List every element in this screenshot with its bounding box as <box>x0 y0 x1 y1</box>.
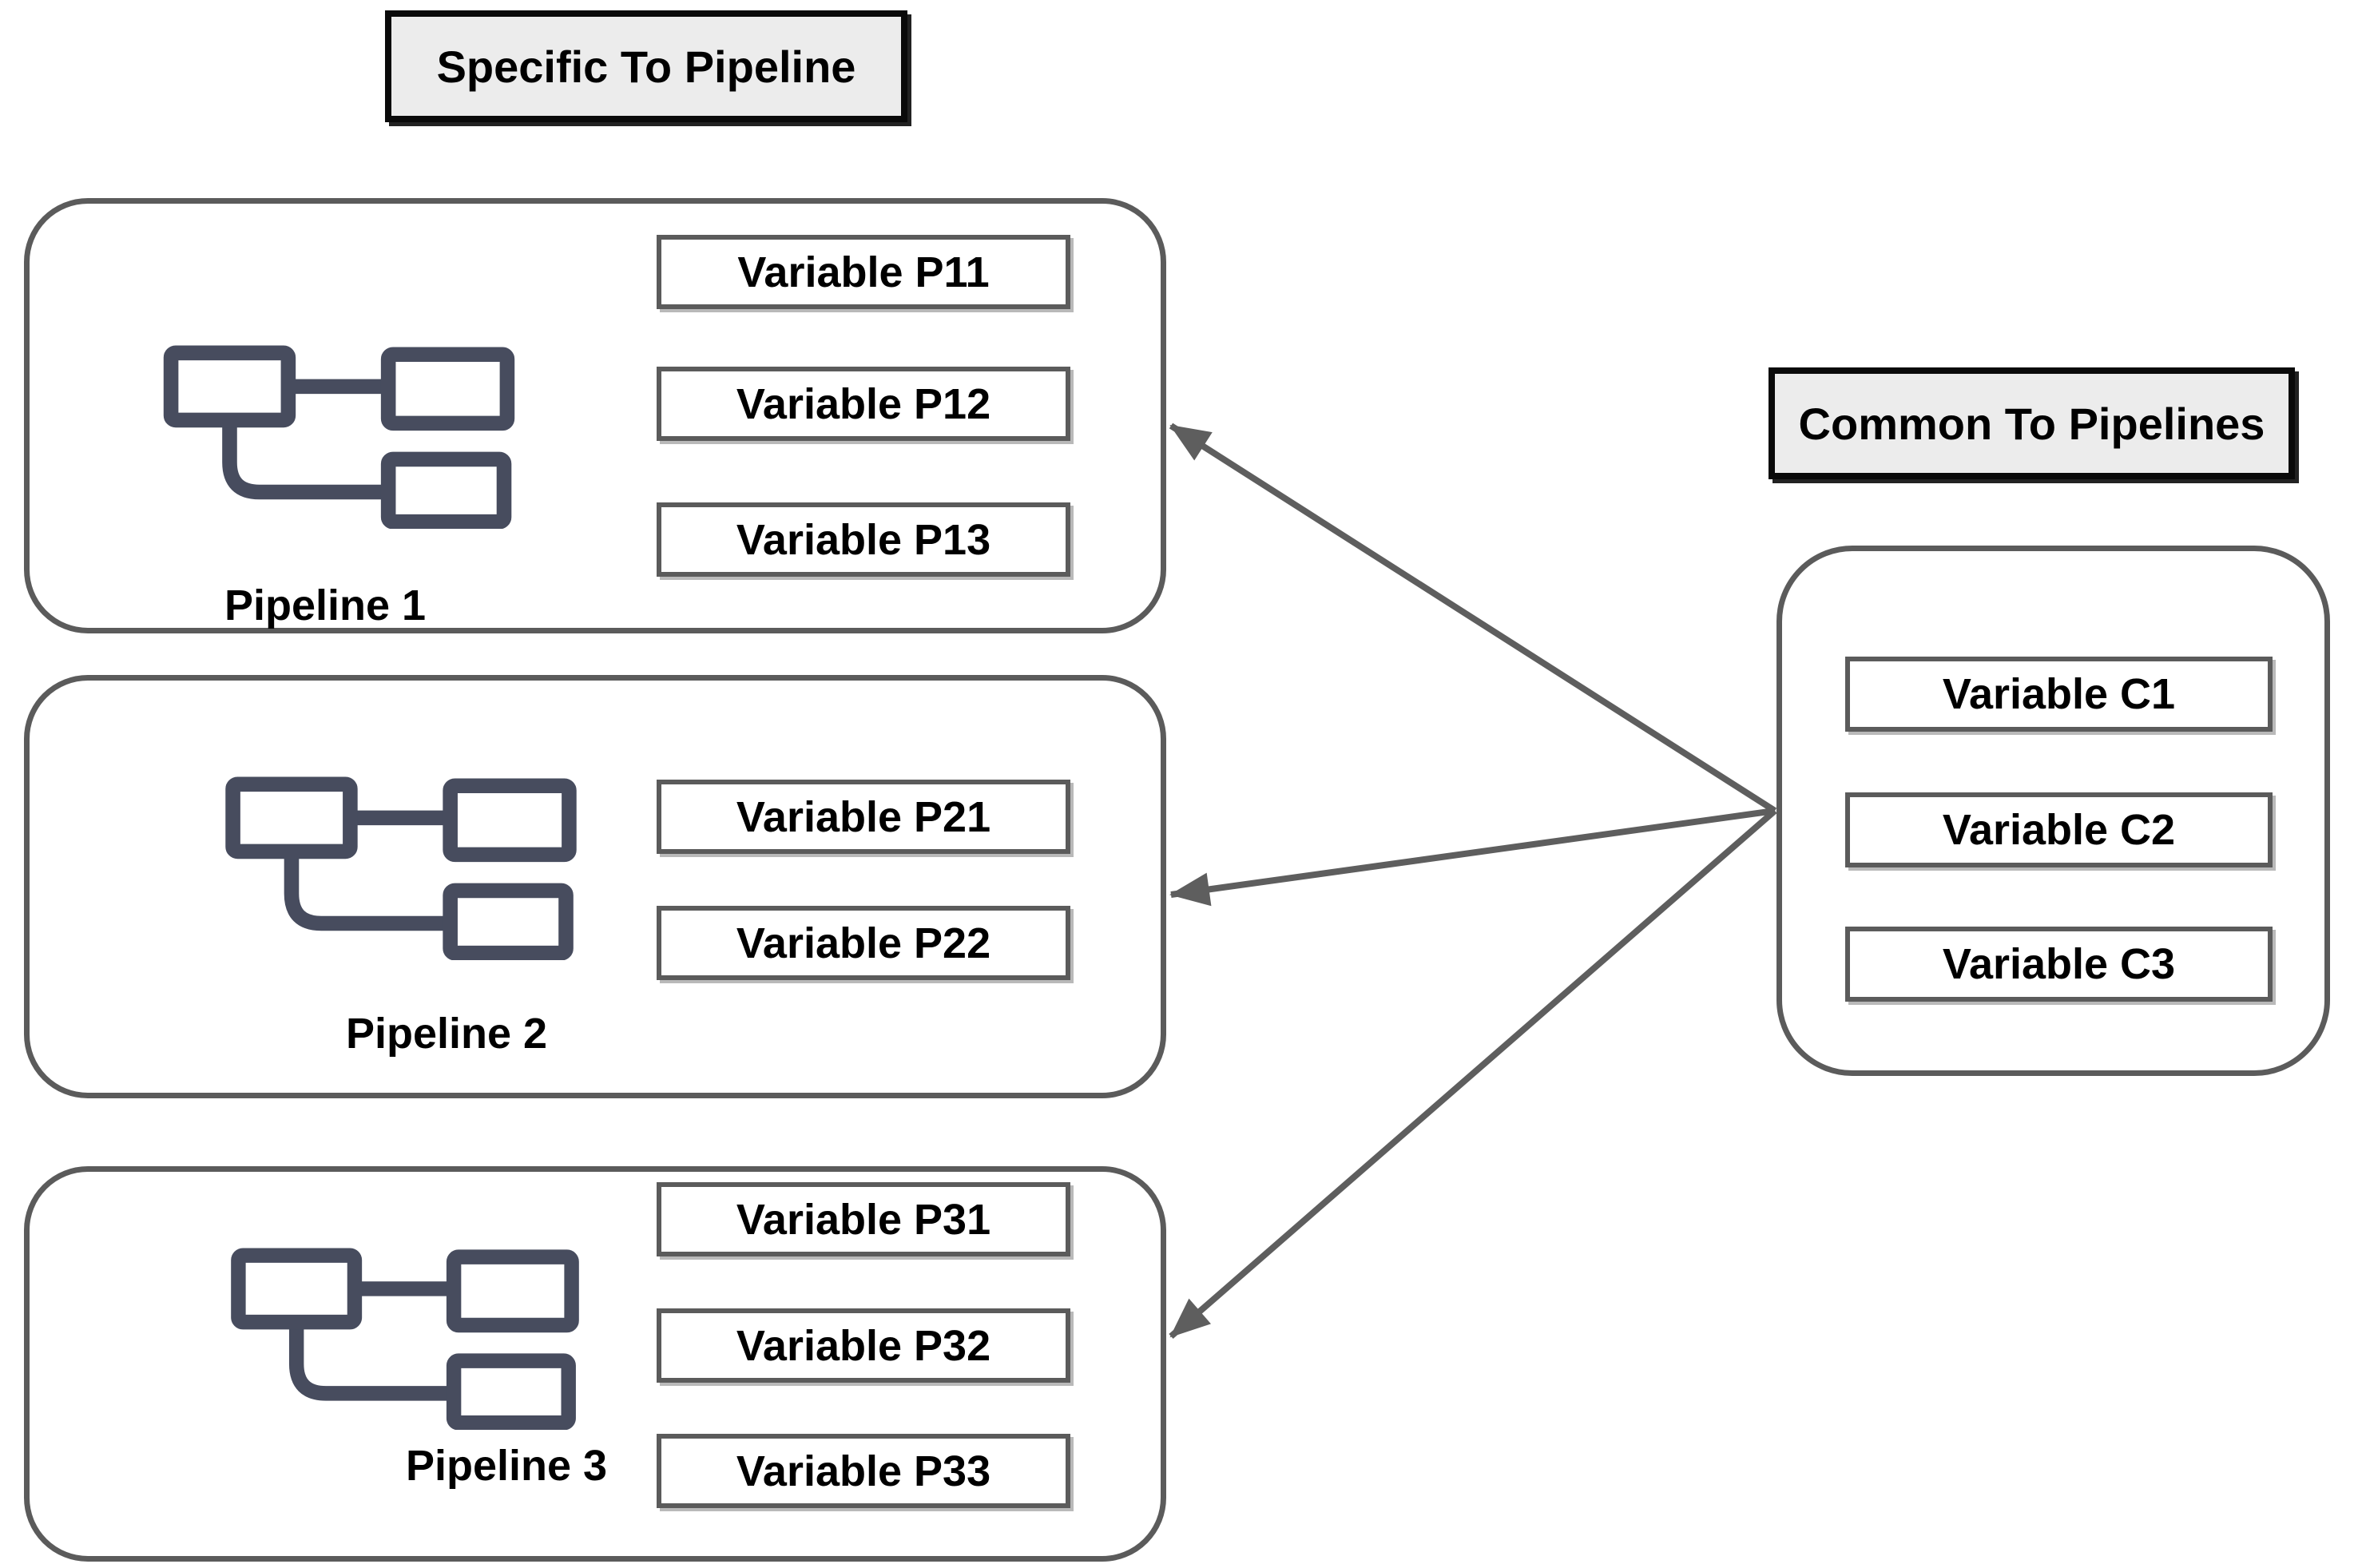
pipeline-3-label: Pipeline 3 <box>405 1442 608 1490</box>
pipeline-1-label: Pipeline 1 <box>224 582 427 629</box>
workflow-pipeline-icon <box>225 776 577 960</box>
variable-label: Variable P12 <box>736 379 991 428</box>
header-specific-to-pipeline: Specific To Pipeline <box>385 10 907 122</box>
pipeline-2-container: Pipeline 2 Variable P21 Variable P22 <box>24 675 1166 1098</box>
variable-label: Variable P11 <box>737 248 990 296</box>
variable-label: Variable P13 <box>736 515 991 564</box>
variable-label: Variable P33 <box>736 1447 991 1495</box>
arrow-common-to-pipeline-3-icon <box>1169 808 1777 1340</box>
variable-label: Variable C1 <box>1942 670 2176 718</box>
pipeline-2-label: Pipeline 2 <box>345 1010 548 1058</box>
variable-box-p22: Variable P22 <box>657 906 1070 980</box>
common-variables-container: Variable C1 Variable C2 Variable C3 <box>1776 546 2330 1076</box>
variable-box-c2: Variable C2 <box>1845 792 2273 867</box>
header-common-label: Common To Pipelines <box>1798 398 2265 449</box>
pipeline-1-container: Pipeline 1 Variable P11 Variable P12 Var… <box>24 198 1166 633</box>
variable-box-p13: Variable P13 <box>657 502 1070 577</box>
arrow-common-to-pipeline-2-icon <box>1169 808 1776 907</box>
variable-label: Variable C2 <box>1942 806 2176 854</box>
variable-label: Variable P21 <box>736 792 991 841</box>
variable-label: Variable P32 <box>736 1321 991 1370</box>
variable-box-p12: Variable P12 <box>657 367 1070 441</box>
header-common-to-pipelines: Common To Pipelines <box>1769 367 2295 479</box>
pipeline-3-container: Pipeline 3 Variable P31 Variable P32 Var… <box>24 1166 1166 1562</box>
variable-box-c1: Variable C1 <box>1845 657 2273 732</box>
variable-box-p33: Variable P33 <box>657 1434 1070 1508</box>
variable-label: Variable C3 <box>1942 940 2176 988</box>
variable-label: Variable P22 <box>736 919 991 967</box>
variable-box-p32: Variable P32 <box>657 1308 1070 1383</box>
header-specific-label: Specific To Pipeline <box>436 41 856 92</box>
variable-label: Variable P31 <box>736 1195 991 1244</box>
variable-box-p11: Variable P11 <box>657 235 1070 309</box>
workflow-pipeline-icon <box>231 1248 579 1430</box>
workflow-pipeline-icon <box>163 345 515 529</box>
variable-box-c3: Variable C3 <box>1845 927 2273 1002</box>
variable-box-p21: Variable P21 <box>657 780 1070 854</box>
arrow-common-to-pipeline-1-icon <box>1169 423 1777 814</box>
variable-box-p31: Variable P31 <box>657 1182 1070 1256</box>
